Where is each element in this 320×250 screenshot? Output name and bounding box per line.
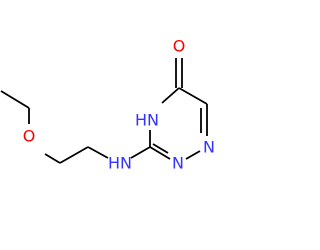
ring-n1-nitrogen-label: N xyxy=(203,138,215,157)
amine-nitrogen-label: N xyxy=(120,154,132,173)
bond-n4-c5 xyxy=(161,87,180,104)
bond-ch2-ch2 xyxy=(59,146,89,164)
bond-c3-nh xyxy=(130,146,151,159)
oxygen-carbonyl-label: O xyxy=(173,37,186,56)
bond-c5-c6 xyxy=(178,87,208,105)
amine-hydrogen-label: H xyxy=(108,154,120,173)
atom-labels: O O H N N N N H xyxy=(23,37,215,173)
oxygen-ether-label: O xyxy=(23,127,36,146)
ring-n4-nitrogen-label: N xyxy=(147,111,159,130)
bond-ch2-o xyxy=(44,153,61,164)
ring-n2-nitrogen-label: N xyxy=(172,154,184,173)
bond-n1-n2 xyxy=(185,150,201,160)
molecule-structure-diagram: O O H N N N N H xyxy=(0,37,215,173)
bonds xyxy=(0,58,208,164)
ring-n4-hydrogen-label: H xyxy=(135,111,147,130)
bond-n2-c3 xyxy=(149,146,171,160)
bond-o-ch3-end xyxy=(0,90,30,109)
bond-nh-ch2 xyxy=(87,146,109,159)
bond-n2-c3-inner xyxy=(152,143,169,154)
